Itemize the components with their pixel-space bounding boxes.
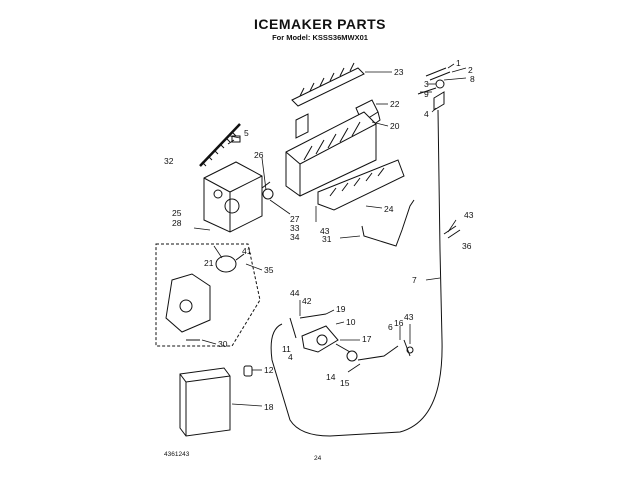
callout-16: 16 — [394, 318, 404, 328]
callout-3: 3 — [424, 79, 429, 89]
callout-34: 34 — [290, 232, 300, 242]
callout-19: 19 — [336, 304, 346, 314]
callout-24: 24 — [384, 204, 394, 214]
callout-5: 5 — [244, 128, 249, 138]
callout-32: 32 — [164, 156, 174, 166]
document-number: 4361243 — [164, 451, 190, 458]
callout-6: 6 — [388, 322, 393, 332]
callout-43b: 43 — [464, 210, 474, 220]
water-valve — [289, 313, 399, 362]
inlet-fittings — [417, 67, 451, 111]
callout-17: 17 — [362, 334, 372, 344]
model-subtitle: For Model: KSSS36MWX01 — [272, 33, 368, 42]
callout-8: 8 — [470, 74, 475, 84]
callout-2: 2 — [468, 65, 473, 75]
callout-44: 44 — [290, 288, 300, 298]
module-assembly-box — [155, 243, 261, 347]
page-title: ICEMAKER PARTS — [254, 16, 386, 32]
callout-4: 4 — [424, 109, 429, 119]
callout-10: 10 — [346, 317, 356, 327]
callout-31: 31 — [322, 234, 332, 244]
callout-14: 14 — [326, 372, 336, 382]
shut-off-arm — [361, 199, 415, 247]
callout-28: 28 — [172, 218, 182, 228]
screw-5 — [227, 139, 235, 145]
valve-small-parts — [403, 339, 414, 357]
fill-tube-heater — [199, 123, 241, 167]
ice-bucket — [317, 159, 405, 211]
callout-15: 15 — [340, 378, 350, 388]
callout-25: 25 — [172, 208, 182, 218]
callout-20: 20 — [390, 121, 400, 131]
callout-9: 9 — [424, 89, 429, 99]
ejector-blade-assembly — [291, 62, 365, 107]
mounting-screw-assembly — [261, 181, 274, 200]
callout-36: 36 — [462, 241, 472, 251]
callout-18: 18 — [264, 402, 274, 412]
callout-30: 30 — [218, 339, 228, 349]
callout-43a: 43 — [320, 226, 330, 236]
callout-4b: 4 — [288, 352, 293, 362]
callout-23: 23 — [394, 67, 404, 77]
callout-27: 27 — [290, 214, 300, 224]
control-module-housing — [203, 161, 263, 233]
callout-43c: 43 — [404, 312, 414, 322]
page-number: 24 — [314, 455, 322, 462]
callout-11: 11 — [282, 344, 291, 354]
callout-22: 22 — [390, 99, 400, 109]
callout-26: 26 — [254, 150, 264, 160]
callout-33: 33 — [290, 223, 300, 233]
callout-7: 7 — [412, 275, 417, 285]
leader-lines — [193, 63, 467, 407]
callout-12: 12 — [264, 365, 274, 375]
water-inlet-tube — [270, 109, 443, 437]
callout-42: 42 — [302, 296, 312, 306]
mounting-screw-right — [443, 225, 461, 239]
callout-21: 21 — [204, 258, 214, 268]
callout-labels: 1 2 3 8 9 4 23 22 20 5 32 26 25 28 27 33… — [164, 58, 475, 412]
callout-41: 41 — [242, 246, 252, 256]
callout-35: 35 — [264, 265, 274, 275]
ice-mold — [285, 111, 377, 197]
callout-1: 1 — [456, 58, 461, 68]
insulation-block — [179, 367, 231, 437]
plug-12 — [243, 365, 253, 377]
